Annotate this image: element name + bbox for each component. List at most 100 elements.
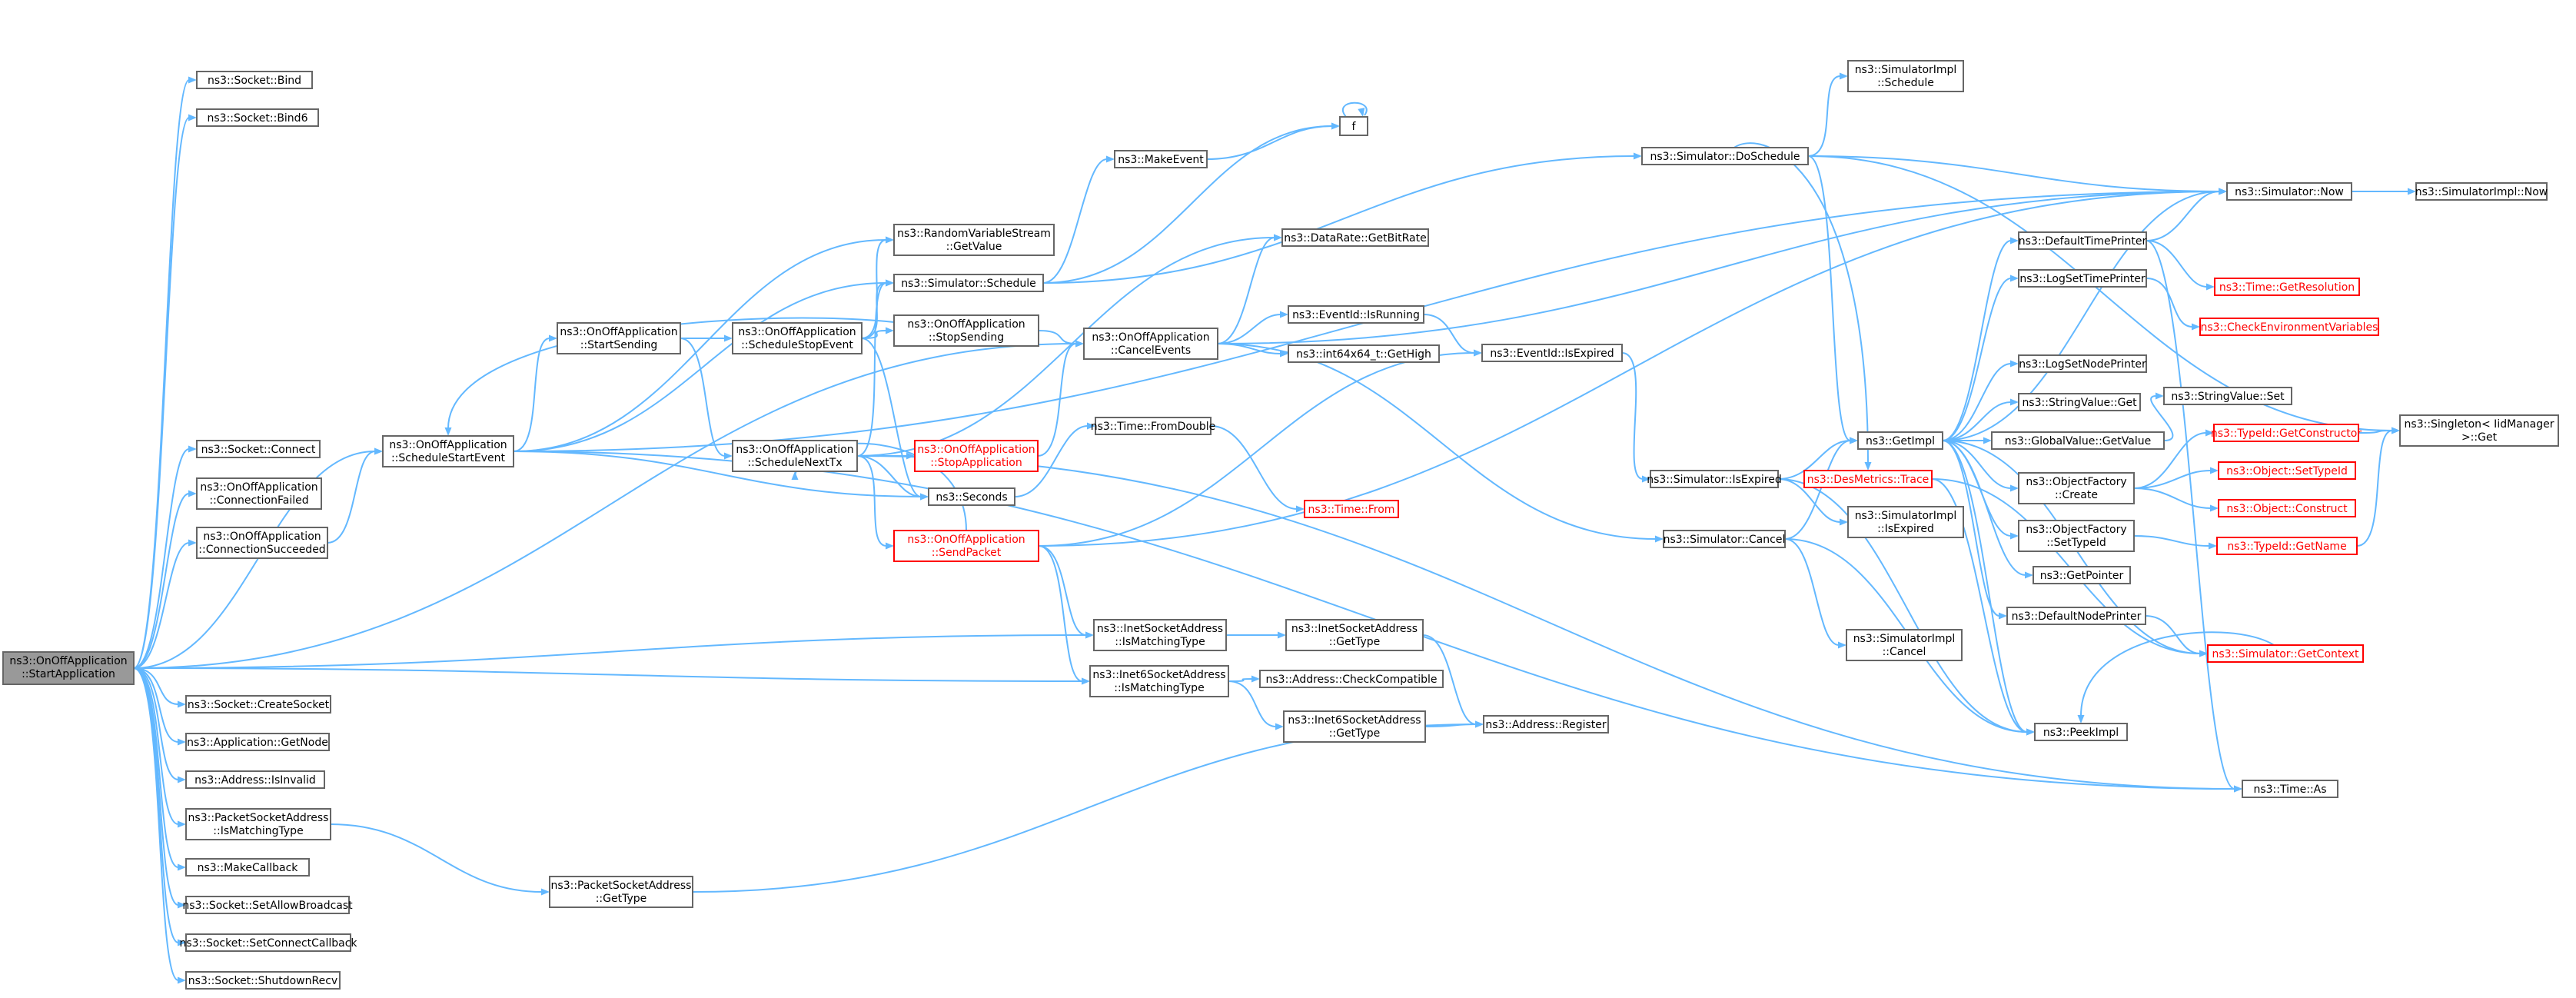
call-edge-simcancel-to-simimplcancel [1784, 538, 1846, 649]
call-edge-cancelevents-to-isrunning [1217, 311, 1288, 344]
node-label: ns3::MakeCallback [198, 862, 299, 874]
node-logsetnodeprinter[interactable]: ns3::LogSetNodePrinter [2018, 354, 2147, 373]
node-simimplisexpired[interactable]: ns3::SimulatorImpl::IsExpired [1847, 506, 1964, 538]
node-isrunning[interactable]: ns3::EventId::IsRunning [1288, 305, 1424, 324]
node-box [1281, 228, 1429, 247]
node-fromdouble[interactable]: ns3::Time::FromDouble [1091, 417, 1216, 435]
node-label: ns3::EventId::IsExpired [1490, 348, 1614, 360]
node-getnode[interactable]: ns3::Application::GetNode [185, 733, 330, 751]
call-edge-simschedule-to-makeevent [1042, 155, 1115, 284]
node-timeas[interactable]: ns3::Time::As [2242, 780, 2338, 798]
node-setobjtypeid[interactable]: ns3::Object::SetTypeId [2218, 461, 2356, 480]
node-simnow[interactable]: ns3::Simulator::Now [2226, 182, 2352, 201]
node-typeidgetname[interactable]: ns3::TypeId::GetName [2216, 537, 2358, 555]
node-box [1483, 715, 1609, 734]
node-pktgettype[interactable]: ns3::PacketSocketAddress::GetType [549, 876, 693, 908]
node-defaulttimeprinter[interactable]: ns3::DefaultTimePrinter [2018, 231, 2147, 250]
node-makecallback[interactable]: ns3::MakeCallback [185, 858, 310, 877]
node-inet6match[interactable]: ns3::Inet6SocketAddress::IsMatchingType [1089, 665, 1229, 697]
node-box [928, 487, 1015, 506]
node-connfailed[interactable]: ns3::OnOffApplication::ConnectionFailed [196, 477, 322, 510]
node-box [1259, 670, 1444, 688]
node-logsettimeprinter[interactable]: ns3::LogSetTimePrinter [2018, 269, 2147, 288]
node-schedstart[interactable]: ns3::OnOffApplication::ScheduleStartEven… [382, 435, 514, 467]
call-edge-isrunning-to-eventisexpired [1423, 314, 1482, 357]
node-strvalget[interactable]: ns3::StringValue::Get [2018, 393, 2141, 411]
node-label: ::CancelEvents [1111, 344, 1191, 357]
node-seconds[interactable]: ns3::Seconds [928, 487, 1015, 506]
node-ofsettypeid[interactable]: ns3::ObjectFactory::SetTypeId [2018, 520, 2135, 552]
node-label: ns3::OnOffApplication [736, 444, 853, 456]
node-allowbcast[interactable]: ns3::Socket::SetAllowBroadcast [182, 896, 353, 914]
node-checkcompat[interactable]: ns3::Address::CheckCompatible [1259, 670, 1444, 688]
node-rvsgetvalue[interactable]: ns3::RandomVariableStream::GetValue [893, 224, 1055, 256]
node-simschedule[interactable]: ns3::Simulator::Schedule [893, 274, 1044, 292]
node-simcancel[interactable]: ns3::Simulator::Cancel [1663, 530, 1786, 548]
node-isinvalid[interactable]: ns3::Address::IsInvalid [185, 770, 325, 789]
node-getconstructor[interactable]: ns3::TypeId::GetConstructor [2211, 424, 2362, 442]
node-label: ns3::Simulator::Cancel [1664, 534, 1786, 546]
node-startsending[interactable]: ns3::OnOffApplication::StartSending [557, 322, 681, 354]
node-schedstop[interactable]: ns3::OnOffApplication::ScheduleStopEvent [732, 322, 863, 354]
node-label: ns3::GlobalValue::GetValue [2005, 435, 2151, 447]
node-label: ns3::Application::GetNode [187, 737, 328, 749]
node-ofcreate[interactable]: ns3::ObjectFactory::Create [2018, 472, 2135, 504]
call-edge-connsucc-to-schedstart [327, 447, 383, 544]
node-getresolution[interactable]: ns3::Time::GetResolution [2214, 278, 2360, 296]
node-objconstruct[interactable]: ns3::Object::Construct [2218, 499, 2356, 517]
node-singletonget[interactable]: ns3::Singleton< IidManager >::Get [2399, 414, 2559, 447]
node-setconncb[interactable]: ns3::Socket::SetConnectCallback [179, 933, 357, 952]
node-createsocket[interactable]: ns3::Socket::CreateSocket [185, 695, 331, 714]
node-bind[interactable]: ns3::Socket::Bind [196, 71, 313, 89]
node-getbitrate[interactable]: ns3::DataRate::GetBitRate [1281, 228, 1429, 247]
node-register[interactable]: ns3::Address::Register [1483, 715, 1609, 734]
node-label: ::IsMatchingType [1114, 682, 1204, 694]
node-getpointer[interactable]: ns3::GetPointer [2033, 566, 2131, 584]
node-makeevent[interactable]: ns3::MakeEvent [1114, 150, 1208, 168]
node-globalvalue[interactable]: ns3::GlobalValue::GetValue [1991, 431, 2165, 450]
node-box [1846, 629, 1963, 661]
call-edge-schedstart-to-startsending [513, 334, 557, 452]
node-stopapp[interactable]: ns3::OnOffApplication::StopApplication [914, 440, 1039, 472]
node-simimplnow[interactable]: ns3::SimulatorImpl::Now [2415, 182, 2548, 201]
node-pktmatch[interactable]: ns3::PacketSocketAddress::IsMatchingType [185, 808, 331, 840]
node-shutdownrecv[interactable]: ns3::Socket::ShutdownRecv [185, 971, 341, 990]
node-timefrom[interactable]: ns3::Time::From [1304, 500, 1399, 518]
node-cancelevents[interactable]: ns3::OnOffApplication::CancelEvents [1083, 328, 1218, 360]
node-gethigh[interactable]: ns3::int64x64_t::GetHigh [1288, 344, 1440, 363]
call-edge-schednexttx-to-seconds [856, 455, 929, 501]
node-connect[interactable]: ns3::Socket::Connect [196, 440, 321, 458]
node-simisexpired[interactable]: ns3::Simulator::IsExpired [1647, 470, 1782, 488]
node-label: ns3::EventId::IsRunning [1292, 309, 1420, 321]
node-destrace[interactable]: ns3::DesMetrics::Trace [1803, 470, 1933, 488]
node-stopsending[interactable]: ns3::OnOffApplication::StopSending [893, 314, 1039, 347]
node-label: ns3::LogSetNodePrinter [2019, 358, 2146, 371]
node-peekimpl[interactable]: ns3::PeekImpl [2034, 723, 2128, 741]
node-inet6gettype[interactable]: ns3::Inet6SocketAddress::GetType [1283, 710, 1426, 743]
node-getimpl[interactable]: ns3::GetImpl [1857, 431, 1943, 450]
node-box [2207, 644, 2364, 663]
node-label: ns3::OnOffApplication [389, 439, 507, 451]
node-schednexttx[interactable]: ns3::OnOffApplication::ScheduleNextTx [732, 440, 858, 472]
node-box [185, 971, 341, 990]
node-label: ns3::GetPointer [2040, 570, 2124, 582]
node-defaultnodeprinter[interactable]: ns3::DefaultNodePrinter [2006, 607, 2146, 625]
node-f[interactable]: f [1339, 116, 1368, 136]
node-label: ns3::SimulatorImpl [1853, 633, 1956, 645]
node-inetmatch[interactable]: ns3::InetSocketAddress::IsMatchingType [1093, 619, 1227, 651]
node-strvalset[interactable]: ns3::StringValue::Set [2163, 387, 2292, 405]
node-checkenv[interactable]: ns3::CheckEnvironmentVariables [2199, 318, 2379, 336]
node-simimplcancel[interactable]: ns3::SimulatorImpl::Cancel [1846, 629, 1963, 661]
node-simgetcontext[interactable]: ns3::Simulator::GetContext [2207, 644, 2364, 663]
node-bind6[interactable]: ns3::Socket::Bind6 [196, 108, 319, 127]
call-edge-inet6match-to-inet6gettype [1228, 680, 1284, 730]
node-sendpacket[interactable]: ns3::OnOffApplication::SendPacket [893, 530, 1039, 562]
node-doschedule[interactable]: ns3::Simulator::DoSchedule [1641, 147, 1809, 165]
node-connsucc[interactable]: ns3::OnOffApplication::ConnectionSucceed… [196, 527, 328, 559]
node-label: ns3::Socket::CreateSocket [188, 699, 330, 711]
node-box [185, 858, 310, 877]
node-simimplschedule[interactable]: ns3::SimulatorImpl::Schedule [1847, 60, 1964, 92]
node-inetgettype[interactable]: ns3::InetSocketAddress::GetType [1285, 619, 1424, 651]
node-eventisexpired[interactable]: ns3::EventId::IsExpired [1481, 344, 1623, 362]
node-root[interactable]: ns3::OnOffApplication::StartApplication [2, 651, 135, 685]
